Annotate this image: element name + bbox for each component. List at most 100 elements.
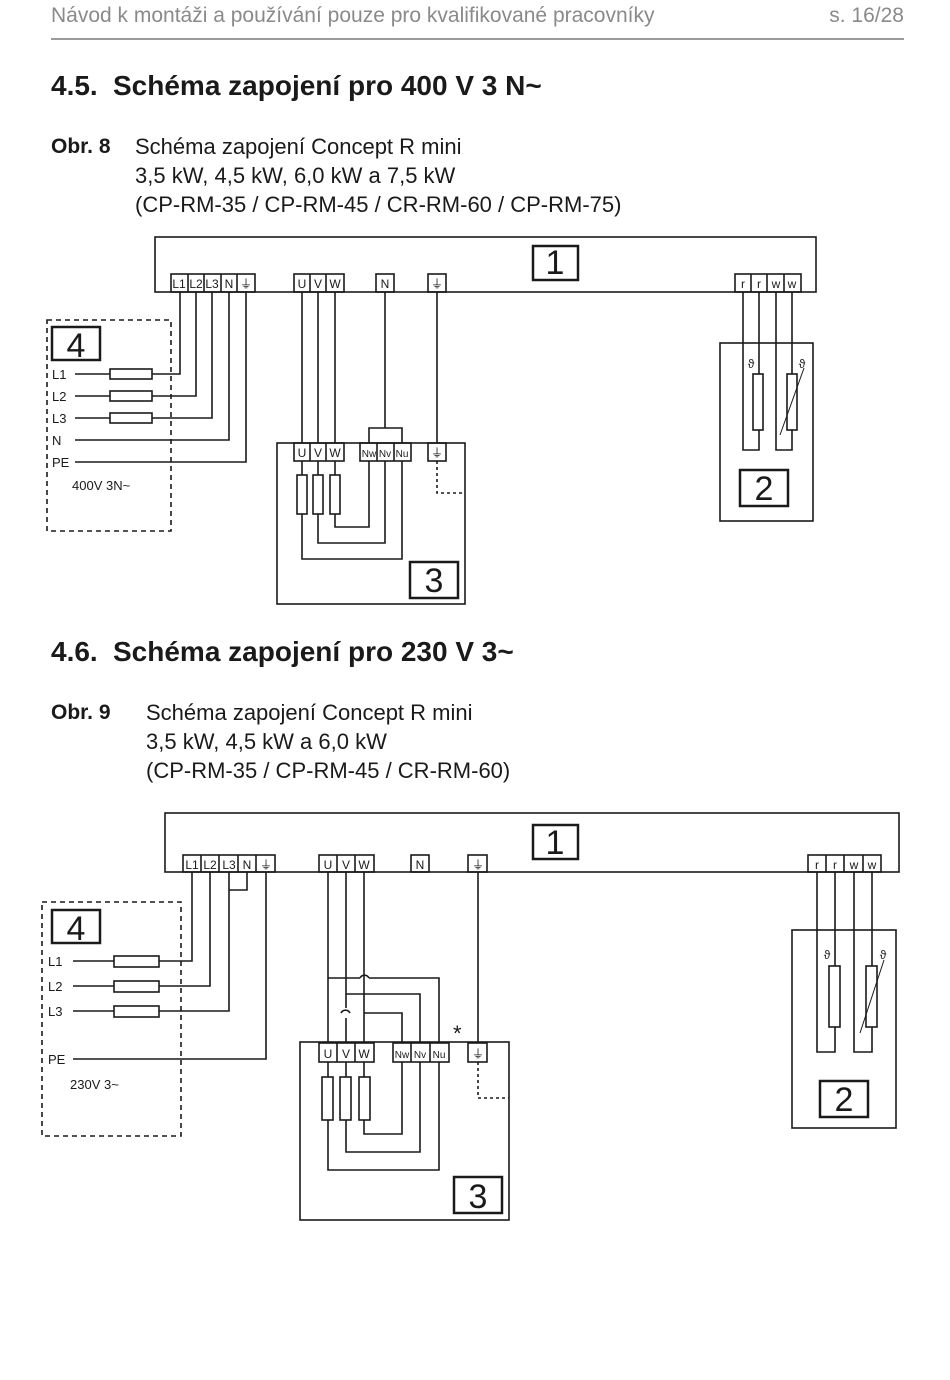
supply-voltage-label: 400V 3N~	[72, 478, 131, 493]
supply-line-label: L2	[52, 389, 66, 404]
earth-icon: ⏚	[472, 858, 484, 872]
terminal-label: Nu	[396, 449, 409, 460]
temperature-sensor-icon: ϑ	[824, 948, 831, 962]
box-number-frame	[50, 908, 102, 945]
section-title: Schéma zapojení pro 400 V 3 N~	[113, 70, 542, 101]
section-number: 4.5.	[51, 70, 98, 101]
terminal-label: U	[298, 446, 307, 460]
supply-line-label: L2	[48, 979, 62, 994]
terminal-label: w	[849, 858, 859, 872]
box-number-frame	[738, 468, 790, 508]
box-number: 2	[755, 470, 774, 508]
terminal-label: Nv	[379, 449, 391, 460]
box-number-frame	[818, 1079, 870, 1119]
earth-icon: ⏚	[260, 858, 272, 872]
figure-caption-line: (CP-RM-35 / CP-RM-45 / CR-RM-60 / CP-RM-…	[135, 192, 622, 217]
section-heading-4-6: 4.6. Schéma zapojení pro 230 V 3~	[51, 636, 514, 668]
box-number-frame	[452, 1175, 504, 1215]
box-number: 4	[67, 910, 86, 948]
earth-icon: ⏚	[431, 446, 443, 460]
header-title: Návod k montáži a používání pouze pro kv…	[51, 4, 655, 27]
terminal-label: N	[416, 858, 425, 872]
box-number: 3	[469, 1178, 488, 1216]
wiring-diagram-230v: 1 4 3 2 L1 L2 L3 N ⏚ U V W N ⏚ r r w w U…	[41, 812, 900, 1221]
section-number: 4.6.	[51, 636, 98, 667]
terminal-label: Nv	[414, 1050, 426, 1061]
box-number-frame	[531, 823, 580, 861]
terminal-label: V	[314, 277, 322, 291]
sensor-box	[719, 342, 814, 522]
supply-line-label: L3	[52, 411, 66, 426]
terminal-label: Nw	[362, 449, 377, 460]
figure-label: Obr. 9	[51, 701, 111, 724]
sensor-box	[791, 929, 897, 1129]
terminal-label: L2	[203, 858, 217, 872]
figure-caption-line: 3,5 kW, 4,5 kW a 6,0 kW	[146, 729, 387, 754]
terminal-label: L1	[172, 277, 186, 291]
earth-icon: ⏚	[240, 277, 252, 291]
terminal-label: w	[867, 858, 877, 872]
terminal-label: W	[329, 446, 341, 460]
terminal-label: U	[324, 858, 333, 872]
supply-voltage-label: 230V 3~	[70, 1077, 119, 1092]
figure-caption-line: 3,5 kW, 4,5 kW, 6,0 kW a 7,5 kW	[135, 163, 456, 188]
terminal-label: V	[342, 1047, 350, 1061]
supply-line-label: L1	[52, 367, 66, 382]
figure-caption-line: (CP-RM-35 / CP-RM-45 / CR-RM-60)	[146, 758, 511, 783]
supply-box	[41, 901, 182, 1137]
earth-icon: ⏚	[431, 277, 443, 291]
control-unit-box	[154, 236, 817, 293]
temperature-sensor-icon: ϑ	[748, 357, 755, 371]
header-rule	[51, 38, 904, 40]
terminal-label: V	[342, 858, 350, 872]
supply-line-label: N	[52, 433, 61, 448]
wiring-diagram-400v: 1 4 3 2 L1 L2 L3 N ⏚ U V W N ⏚ r r w w U…	[46, 236, 817, 605]
box-number: 1	[546, 824, 565, 862]
supply-line-label: L1	[48, 954, 62, 969]
terminal-label: U	[298, 277, 307, 291]
supply-line-label: PE	[52, 455, 70, 470]
figure-caption-line: Schéma zapojení Concept R mini	[135, 134, 462, 159]
terminal-label: U	[324, 1047, 333, 1061]
terminal-label: W	[329, 277, 341, 291]
box-number: 1	[546, 244, 565, 282]
terminal-label: L3	[205, 277, 219, 291]
terminal-label: N	[243, 858, 252, 872]
section-heading-4-5: 4.5. Schéma zapojení pro 400 V 3 N~	[51, 70, 542, 102]
supply-line-label: L3	[48, 1004, 62, 1019]
box-number-frame	[408, 560, 460, 600]
figure-caption-line: Schéma zapojení Concept R mini	[146, 700, 473, 725]
box-number-frame	[531, 244, 580, 282]
terminal-label: V	[314, 446, 322, 460]
asterisk-note: *	[453, 1021, 462, 1046]
terminal-label: r	[757, 277, 761, 291]
terminal-label: N	[381, 277, 390, 291]
box-number: 4	[67, 327, 86, 365]
section-title: Schéma zapojení pro 230 V 3~	[113, 636, 514, 667]
temperature-sensor-icon: ϑ	[880, 948, 887, 962]
box-number: 2	[835, 1081, 854, 1119]
temperature-sensor-icon: ϑ	[799, 357, 806, 371]
terminal-label: r	[815, 858, 819, 872]
supply-box	[46, 319, 172, 532]
terminal-label: w	[771, 277, 781, 291]
terminal-label: W	[358, 858, 370, 872]
terminal-label: r	[833, 858, 837, 872]
box-number: 3	[425, 562, 444, 600]
terminal-label: W	[358, 1047, 370, 1061]
page-number: s. 16/28	[829, 4, 904, 27]
earth-icon: ⏚	[472, 1047, 484, 1061]
figure-label: Obr. 8	[51, 135, 111, 158]
terminal-label: Nw	[395, 1050, 410, 1061]
terminal-label: Nu	[433, 1050, 446, 1061]
box-number-frame	[50, 325, 102, 362]
terminal-label: r	[741, 277, 745, 291]
terminal-label: L1	[185, 858, 199, 872]
terminal-label: L3	[222, 858, 236, 872]
control-unit-box	[164, 812, 900, 873]
supply-line-label: PE	[48, 1052, 66, 1067]
heater-box	[299, 1041, 510, 1221]
terminal-label: L2	[189, 277, 203, 291]
terminal-label: N	[225, 277, 234, 291]
terminal-label: w	[787, 277, 797, 291]
